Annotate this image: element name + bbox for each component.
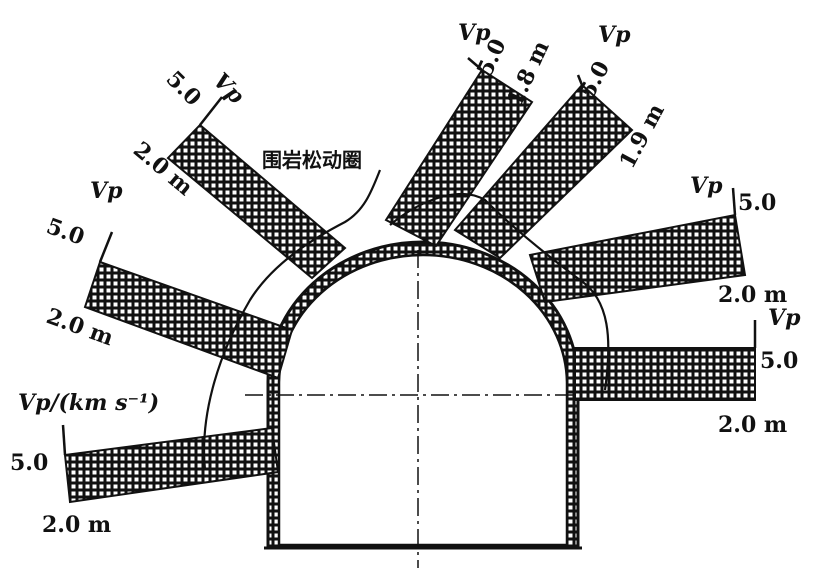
probe-band-top	[384, 68, 534, 248]
vmax-label: 5.0	[10, 450, 48, 476]
probe-band-left	[83, 260, 294, 380]
probe-band-upper-left	[166, 123, 347, 280]
vmax-label: 5.0	[738, 190, 776, 216]
vp-label: Vp	[768, 305, 801, 331]
axis-unit-label: Vp/(km s⁻¹)	[18, 390, 159, 416]
probe-band-bottom-left	[63, 426, 280, 504]
depth-label: 2.0 m	[718, 412, 787, 438]
tunnel-opening	[277, 253, 569, 547]
vmax-label: 5.0	[760, 348, 798, 374]
vp-label: Vp	[690, 173, 723, 199]
vp-label: Vp	[458, 20, 491, 46]
depth-label: 2.0 m	[718, 282, 787, 308]
loosening-zone-boundary-right	[389, 192, 610, 391]
loosening-zone-boundary	[202, 169, 382, 471]
vmax-label: 5.0	[43, 213, 88, 251]
vp-label: Vp	[598, 22, 631, 48]
loosening-zone-label: 围岩松动圈	[262, 148, 362, 172]
vp-label: Vp	[90, 178, 123, 204]
vp-label: Vp	[208, 68, 250, 110]
vmax-label: 5.0	[161, 66, 206, 111]
probe-band-right-bottom	[574, 347, 756, 401]
probe-band-right	[528, 213, 747, 304]
depth-label: 2.0 m	[42, 512, 111, 538]
